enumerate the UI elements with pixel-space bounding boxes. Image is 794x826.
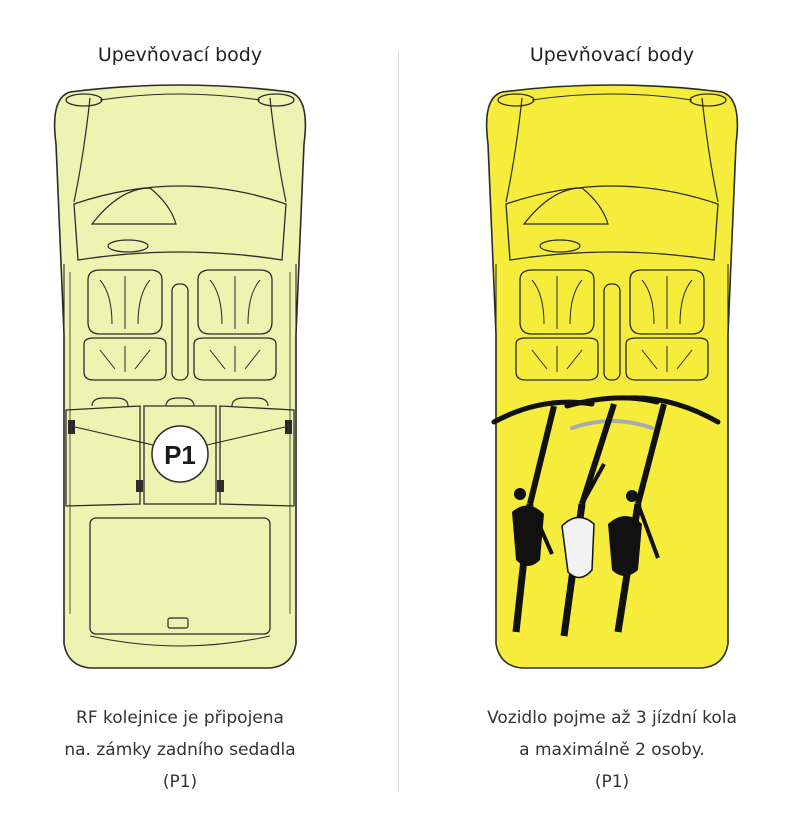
bike-1-saddle bbox=[512, 505, 544, 566]
left-caption: RF kolejnice je připojena na. zámky zadn… bbox=[0, 702, 360, 798]
car-body-right bbox=[485, 84, 739, 669]
bike-2 bbox=[560, 403, 617, 637]
bike-handlebars bbox=[491, 395, 721, 430]
bike-3 bbox=[608, 403, 667, 633]
p1-badge-label: P1 bbox=[164, 440, 196, 470]
right-panel: Upevňovací body bbox=[432, 0, 792, 826]
right-caption-line-3: (P1) bbox=[594, 772, 630, 792]
rear-seats-left bbox=[65, 397, 295, 507]
right-caption-line-1: Vozidlo pojme až 3 jízdní kola bbox=[487, 708, 737, 728]
panel-divider bbox=[398, 52, 399, 792]
trunk-left bbox=[89, 517, 271, 647]
left-caption-line-2: na. zámky zadního sedadla bbox=[64, 740, 296, 760]
right-caption: Vozidlo pojme až 3 jízdní kola a maximál… bbox=[432, 702, 792, 798]
left-caption-line-3: (P1) bbox=[162, 772, 198, 792]
bike-3-saddle bbox=[608, 516, 642, 576]
left-panel: Upevňovací body bbox=[0, 0, 360, 826]
right-panel-title: Upevňovací body bbox=[529, 44, 695, 66]
car-diagram-left: P1 bbox=[53, 84, 307, 669]
right-caption-line-2: a maximálně 2 osoby. bbox=[519, 740, 705, 760]
left-panel-title: Upevňovací body bbox=[97, 44, 263, 66]
bike-1 bbox=[512, 405, 557, 633]
car-body-left bbox=[53, 84, 307, 669]
front-seats-right bbox=[515, 269, 709, 381]
left-caption-line-1: RF kolejnice je připojena bbox=[76, 708, 284, 728]
bike-2-saddle bbox=[561, 516, 595, 579]
bikes-group bbox=[491, 395, 721, 637]
front-seats-left bbox=[83, 269, 277, 381]
p1-badge: P1 bbox=[151, 425, 209, 483]
car-diagram-right bbox=[485, 84, 739, 669]
